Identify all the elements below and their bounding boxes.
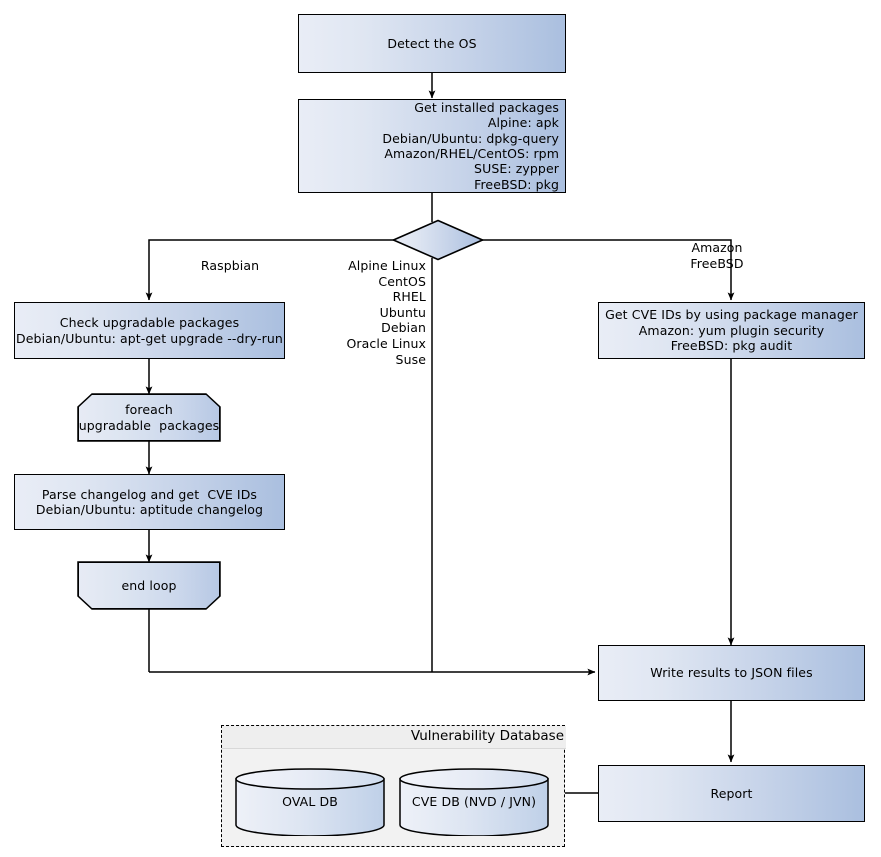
vulnerability-database-title: Vulnerability Database xyxy=(222,726,566,749)
node-get-cve-ids-label: Get CVE IDs by using package manager Ama… xyxy=(605,307,858,354)
node-end-loop[interactable]: end loop xyxy=(78,562,220,609)
node-os-decision[interactable] xyxy=(392,219,484,261)
node-detect-os[interactable]: Detect the OS xyxy=(298,14,566,73)
node-end-loop-label: end loop xyxy=(121,577,177,593)
branch-label-middle-distros: Alpine Linux CentOS RHEL Ubuntu Debian O… xyxy=(346,258,426,367)
branch-label-amazon-freebsd: Amazon FreeBSD xyxy=(690,240,744,271)
node-get-installed-packages[interactable]: Get installed packages Alpine: apk Debia… xyxy=(298,99,566,193)
node-report-label: Report xyxy=(710,785,753,801)
node-write-results[interactable]: Write results to JSON files xyxy=(598,645,865,701)
oval-db-label: OVAL DB xyxy=(282,794,338,809)
node-check-upgradable-packages[interactable]: Check upgradable packages Debian/Ubuntu:… xyxy=(14,302,285,359)
vulnerability-database-group: Vulnerability Database OVAL DB CVE DB (N… xyxy=(221,725,566,847)
node-parse-changelog[interactable]: Parse changelog and get CVE IDs Debian/U… xyxy=(14,474,285,530)
node-check-upgradable-packages-label: Check upgradable packages Debian/Ubuntu:… xyxy=(16,315,283,346)
node-write-results-label: Write results to JSON files xyxy=(650,665,813,681)
node-foreach-loop-start-label: foreach upgradable packages xyxy=(78,402,220,433)
node-foreach-loop-start[interactable]: foreach upgradable packages xyxy=(78,394,220,441)
cve-db-cylinder[interactable] xyxy=(398,768,550,836)
node-report[interactable]: Report xyxy=(598,765,865,822)
oval-db-cylinder[interactable] xyxy=(234,768,386,836)
node-get-installed-packages-label: Get installed packages Alpine: apk Debia… xyxy=(382,99,559,192)
cve-db-label: CVE DB (NVD / JVN) xyxy=(411,794,537,809)
branch-label-raspbian: Raspbian xyxy=(200,258,260,273)
node-parse-changelog-label: Parse changelog and get CVE IDs Debian/U… xyxy=(35,486,264,517)
node-detect-os-label: Detect the OS xyxy=(387,35,477,51)
node-get-cve-ids[interactable]: Get CVE IDs by using package manager Ama… xyxy=(598,302,865,359)
